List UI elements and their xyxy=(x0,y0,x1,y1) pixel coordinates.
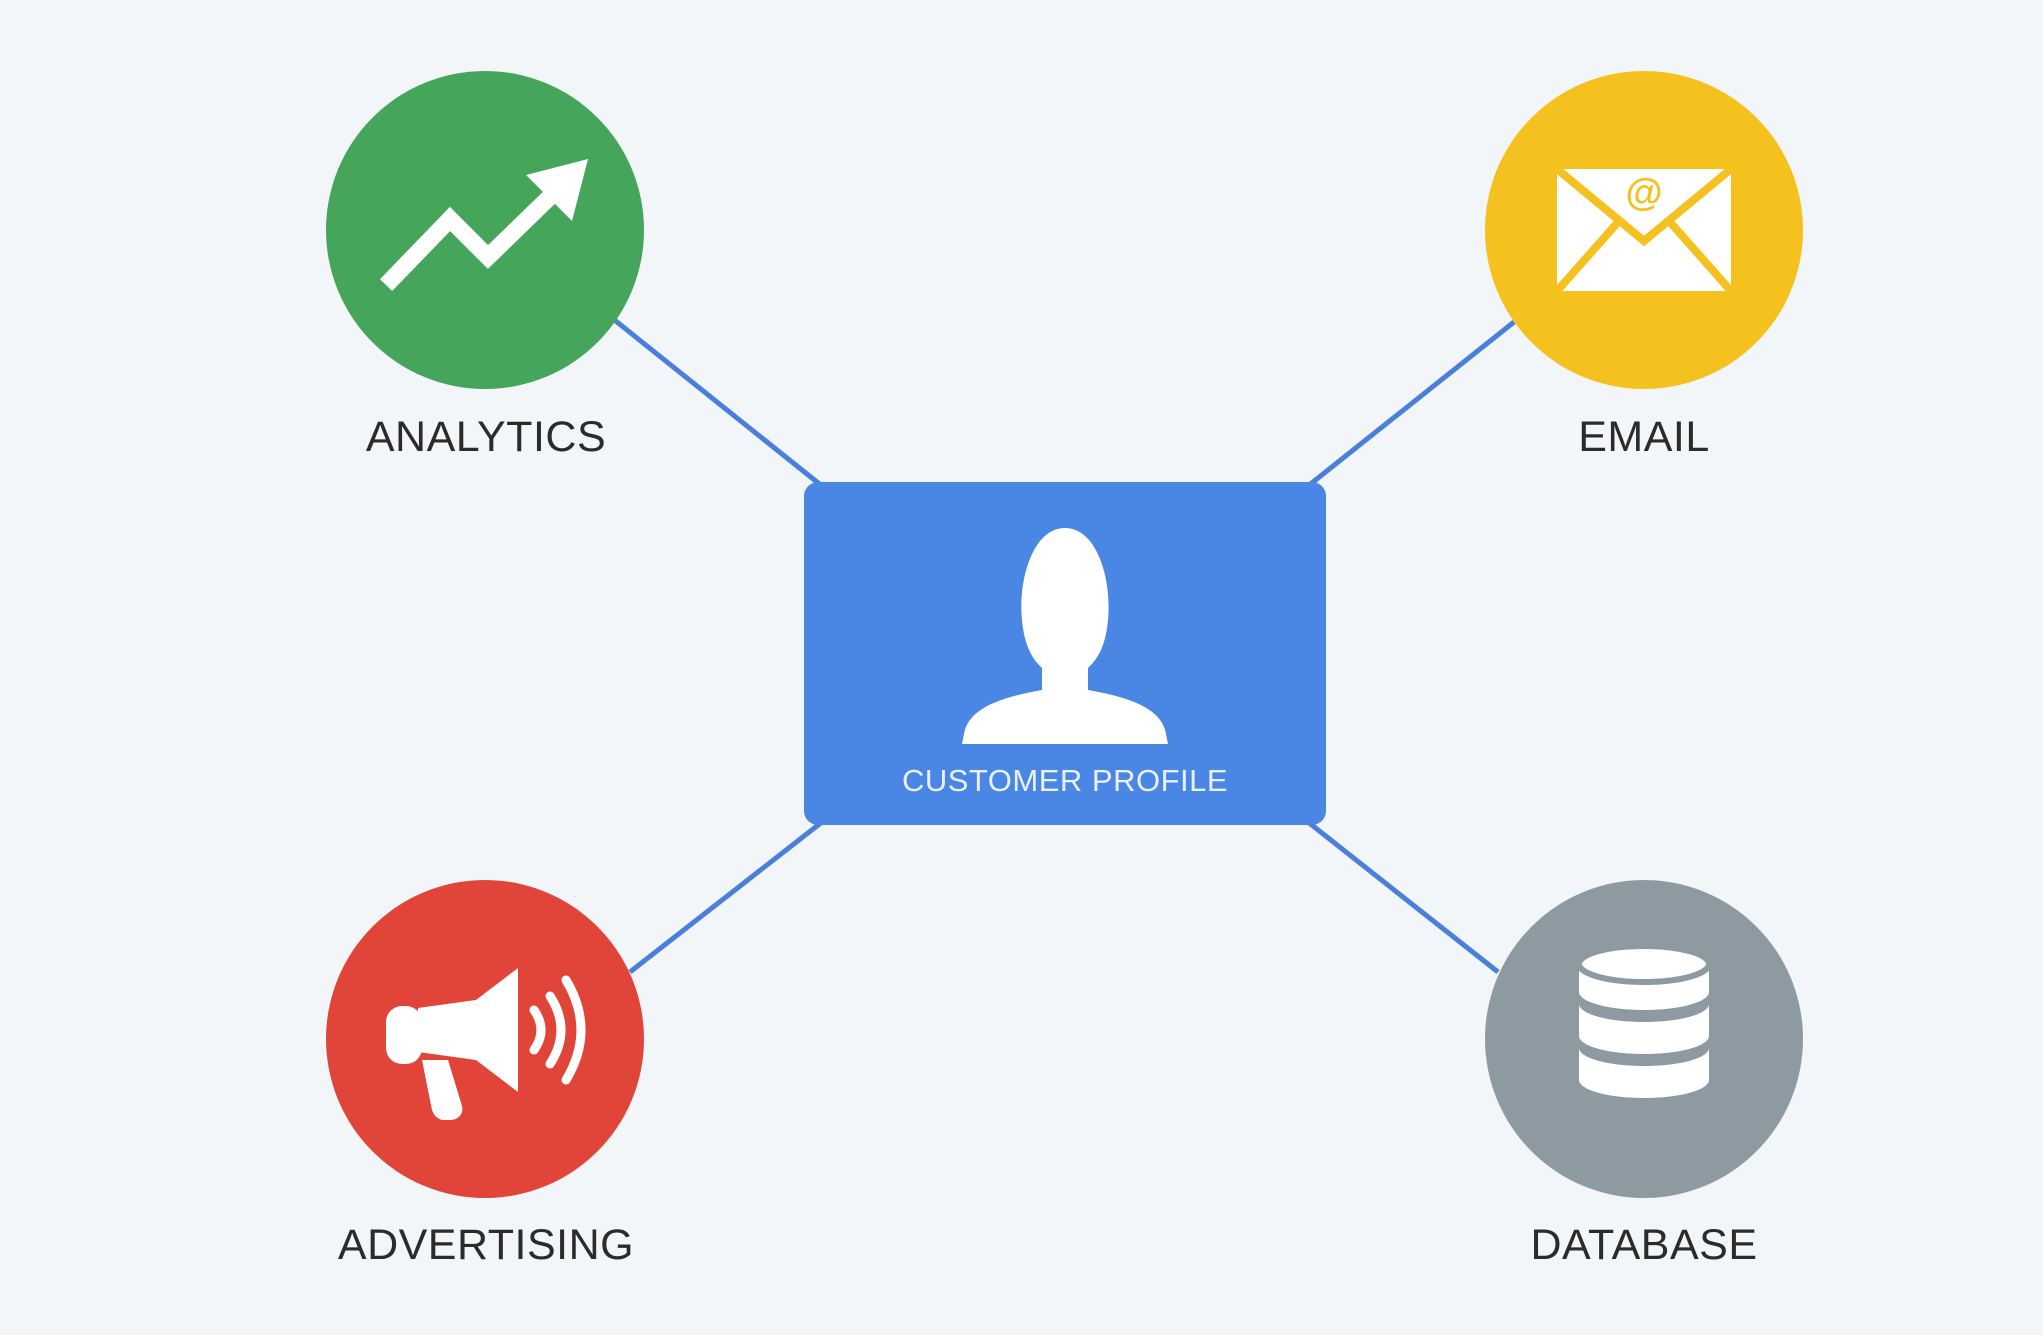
email-node: @ xyxy=(1485,71,1803,389)
customer-profile-card xyxy=(804,482,1326,825)
customer-profile-label: CUSTOMER PROFILE xyxy=(901,763,1229,798)
trending-up-arrow-icon xyxy=(379,159,588,292)
analytics-node xyxy=(326,71,644,389)
svg-text:@: @ xyxy=(1625,172,1662,214)
email-envelope-at-icon: @ xyxy=(1554,165,1734,294)
database-cylinder-icon xyxy=(1576,943,1712,1098)
database-node xyxy=(1485,880,1803,1198)
megaphone-icon xyxy=(386,968,586,1120)
connector-analytics xyxy=(610,316,824,488)
connector-advertising xyxy=(628,820,824,974)
analytics-label: ANALYTICS xyxy=(365,413,607,461)
database-label: DATABASE xyxy=(1530,1221,1758,1269)
advertising-node xyxy=(326,880,644,1198)
email-label: EMAIL xyxy=(1578,413,1710,461)
person-silhouette-icon xyxy=(962,528,1168,744)
connector-email xyxy=(1306,320,1516,488)
advertising-label: ADVERTISING xyxy=(337,1221,635,1269)
connector-database xyxy=(1306,820,1500,974)
